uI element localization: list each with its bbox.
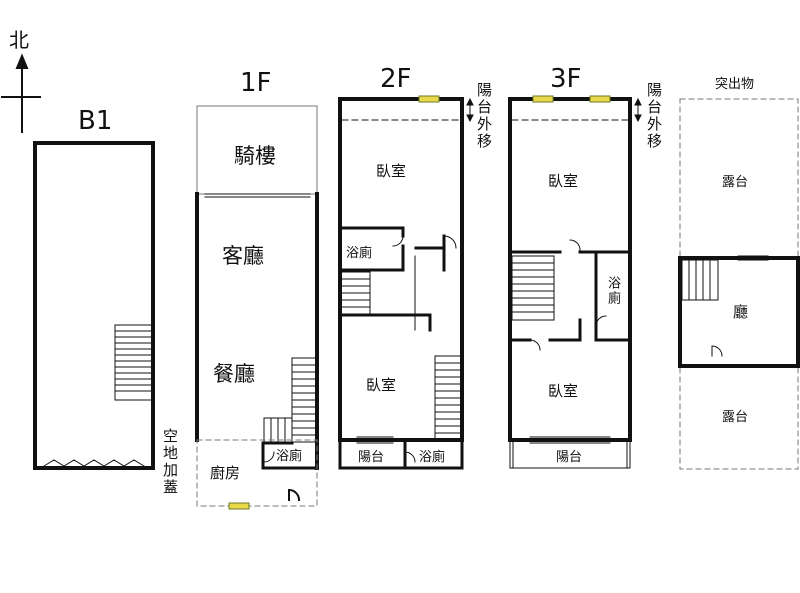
window-2f [418, 95, 440, 103]
room-label-balcony-2f: 陽台 [358, 450, 385, 465]
floor-title-2f: 2F [380, 64, 412, 94]
north-arrow [1, 53, 41, 133]
room-label-arcade: 騎樓 [234, 144, 276, 168]
f3-plan [508, 97, 642, 469]
floor-title-b1: B1 [78, 106, 113, 136]
room-label-kitchen: 廚房 [210, 464, 241, 482]
balcony-note-3f: 陽台外移 [645, 82, 663, 150]
floor-title-roof: 突出物 [715, 77, 755, 92]
floor-title-3f: 3F [550, 64, 582, 94]
room-label-bath-1f: 浴廁 [276, 449, 303, 464]
roof-plan [678, 98, 800, 470]
extension-note: 空地加蓋 [161, 428, 179, 496]
room-label-bedroom-3f-north: 臥室 [548, 172, 579, 190]
window-3f-left [532, 95, 554, 103]
windows [228, 95, 611, 510]
room-label-living: 客廳 [222, 244, 264, 268]
room-label-terrace-north: 露台 [722, 175, 749, 190]
floor-title-1f: 1F [240, 68, 272, 98]
room-label-bedroom-3f-south: 臥室 [548, 382, 579, 400]
room-label-bath-3f: 浴廁 [605, 276, 620, 306]
room-label-bedroom-2f-north: 臥室 [376, 162, 407, 180]
room-label-balcony-3f: 陽台 [556, 450, 583, 465]
balcony-note-2f: 陽台外移 [475, 82, 493, 150]
room-label-bath-2f-upper: 浴廁 [346, 246, 373, 261]
room-label-terrace-south: 露台 [722, 410, 749, 425]
f2-plan [338, 97, 474, 470]
b1-plan [33, 141, 155, 470]
room-label-bedroom-2f-south: 臥室 [366, 376, 397, 394]
room-label-dining: 餐廳 [213, 362, 255, 386]
f1-plan [195, 105, 319, 507]
window-1f-kitchen [228, 502, 250, 510]
room-label-bath-2f-lower: 浴廁 [419, 450, 446, 465]
compass-label: 北 [9, 28, 29, 52]
window-3f-right [589, 95, 611, 103]
room-label-hall: 廳 [733, 303, 749, 321]
